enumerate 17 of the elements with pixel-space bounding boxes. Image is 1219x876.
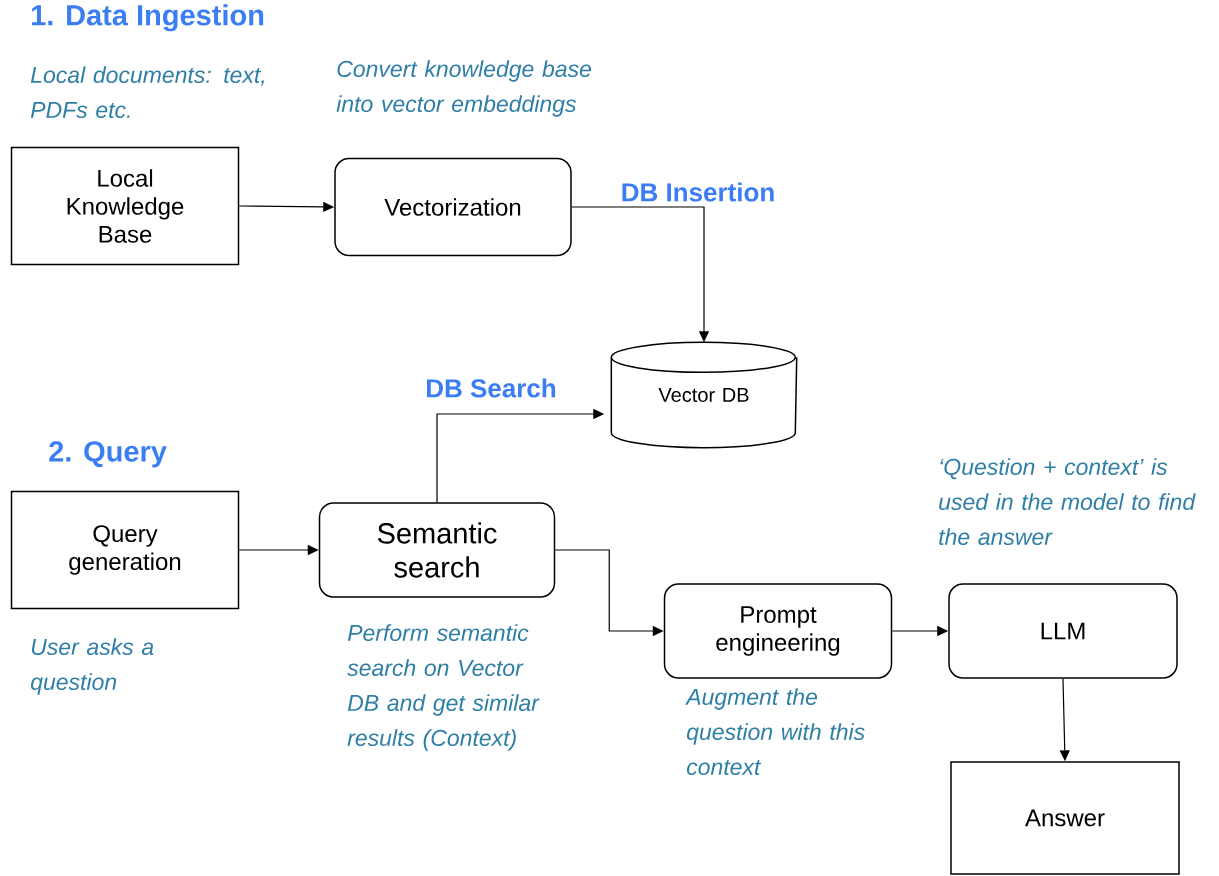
process-box: Prompt engineering (663, 583, 893, 679)
process-box: Answer (950, 761, 1180, 875)
annotation-text: ‘Question + context’ is used in the model to find the answer (939, 458, 1196, 546)
annotation-text: Augment the question with this context (685, 688, 865, 776)
annotation-text: Perform semantic search on Vector DB and get similar results (Context) (347, 624, 540, 751)
process-box: Vectorization (334, 157, 572, 257)
process-box: LLM (948, 583, 1178, 679)
section-heading: 1. Data Ingestion (32, 4, 264, 32)
annotation-text: Convert knowledge base into vector embeddings (336, 60, 591, 117)
annotation-text: Local documents: text, PDFs etc. (30, 66, 264, 119)
edge-label: DB Search (424, 377, 558, 399)
process-box: Local Knowledge Base (10, 146, 240, 266)
edge-label: DB Insertion (619, 181, 777, 203)
database-cylinder: Vector DB (610, 341, 798, 449)
annotation-text: User asks a question (31, 638, 154, 695)
process-box: Query generation (10, 490, 240, 610)
process-box: Semantic search (318, 502, 556, 598)
